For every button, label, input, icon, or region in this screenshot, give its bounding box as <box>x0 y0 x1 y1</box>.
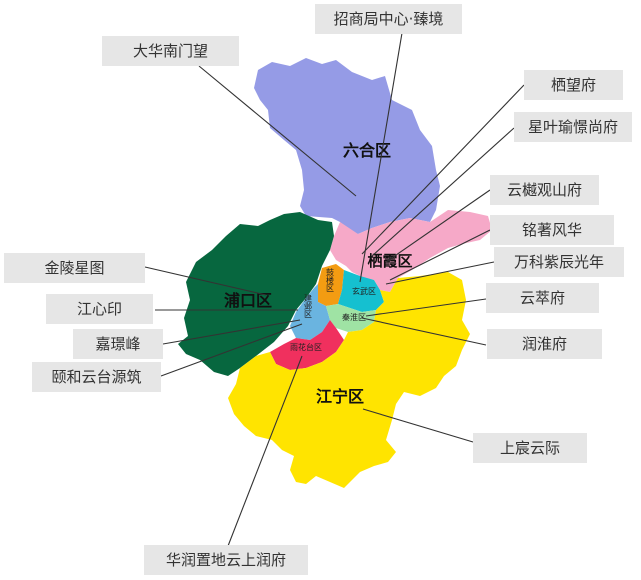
district-qinhuai <box>326 304 376 332</box>
district-label-yuhuatai: 雨花台区 <box>290 342 322 352</box>
callout-qiwangfu: 栖望府 <box>524 70 623 100</box>
callout-jiajing: 嘉璟峰 <box>73 329 163 359</box>
callout-jiangxin: 江心印 <box>46 294 153 324</box>
callout-yuncui: 云萃府 <box>486 283 599 313</box>
callout-vanke: 万科紫辰光年 <box>494 247 624 277</box>
callout-yihe: 颐和云台源筑 <box>32 362 161 392</box>
district-jiangning <box>228 272 470 488</box>
callout-runhuai: 润淮府 <box>487 329 602 359</box>
district-gulou <box>318 264 344 306</box>
callout-dahua: 大华南门望 <box>102 36 239 66</box>
district-label-pukou: 浦口区 <box>224 291 272 310</box>
district-label-qixia: 栖霞区 <box>367 252 412 270</box>
district-label-liuhe: 六合区 <box>343 141 391 160</box>
callout-huarun: 华润置地云上润府 <box>144 545 308 575</box>
callout-jinling: 金陵星图 <box>4 253 145 283</box>
callout-mingzhu: 铭著风华 <box>490 215 614 245</box>
district-liuhe <box>254 58 440 234</box>
district-label-xuanwu: 玄武区 <box>352 286 376 296</box>
district-label-gulou: 鼓楼区 <box>326 267 335 292</box>
district-jianye <box>290 284 330 340</box>
district-yuhuatai <box>270 320 344 370</box>
district-qixia <box>330 210 492 292</box>
district-label-qinhuai: 秦淮区 <box>342 312 366 322</box>
district-xuanwu <box>338 270 384 312</box>
callout-xingye: 星叶瑜憬尚府 <box>514 112 632 142</box>
callout-yunyue: 云樾观山府 <box>490 175 599 205</box>
callout-shangchen: 上宸云际 <box>473 433 587 463</box>
district-label-jiangning: 江宁区 <box>316 387 364 406</box>
leader-lines <box>144 32 525 547</box>
district-label-jianye: 建邺区 <box>304 293 313 318</box>
callout-zhaoshang: 招商局中心·臻境 <box>315 4 462 34</box>
